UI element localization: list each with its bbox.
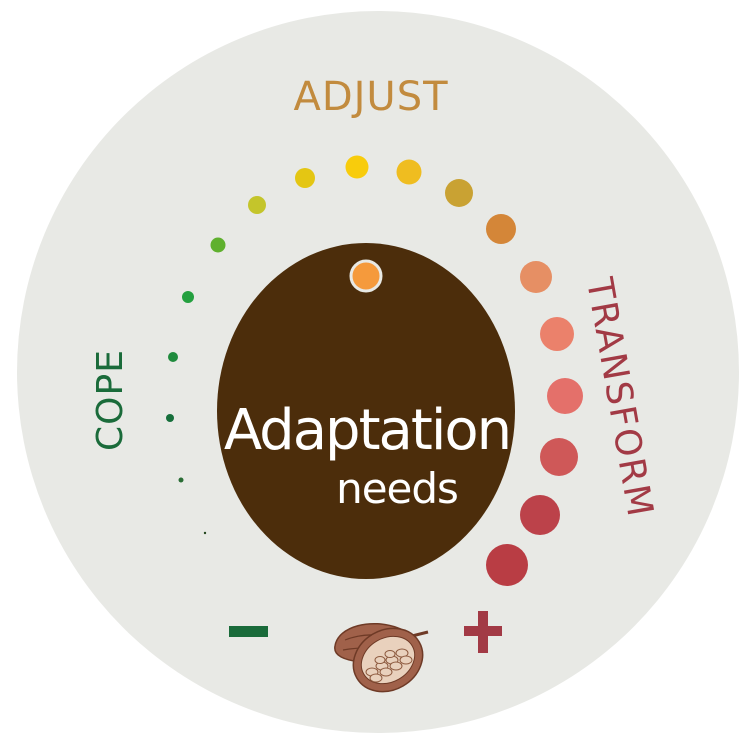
intensity-dot [204,532,206,534]
center-subtitle: needs [336,464,458,513]
adjust-label: ADJUST [293,74,448,120]
center-indicator-dot [351,261,381,291]
intensity-dot [397,160,422,185]
intensity-dot [540,317,574,351]
intensity-dot [248,196,266,214]
intensity-dot [295,168,315,188]
intensity-dot [540,438,578,476]
minus-icon [229,626,268,637]
intensity-dot [168,352,178,362]
intensity-dot [520,495,560,535]
center-title: Adaptation [224,398,510,463]
intensity-dot [445,179,473,207]
intensity-dot [179,478,184,483]
intensity-dot [182,291,194,303]
intensity-dot [486,544,528,586]
intensity-dot [520,261,552,293]
intensity-dot [547,378,583,414]
intensity-dot [346,156,369,179]
intensity-dot [166,414,174,422]
intensity-dot [486,214,516,244]
cope-label: COPE [90,349,131,451]
intensity-dot [211,238,226,253]
